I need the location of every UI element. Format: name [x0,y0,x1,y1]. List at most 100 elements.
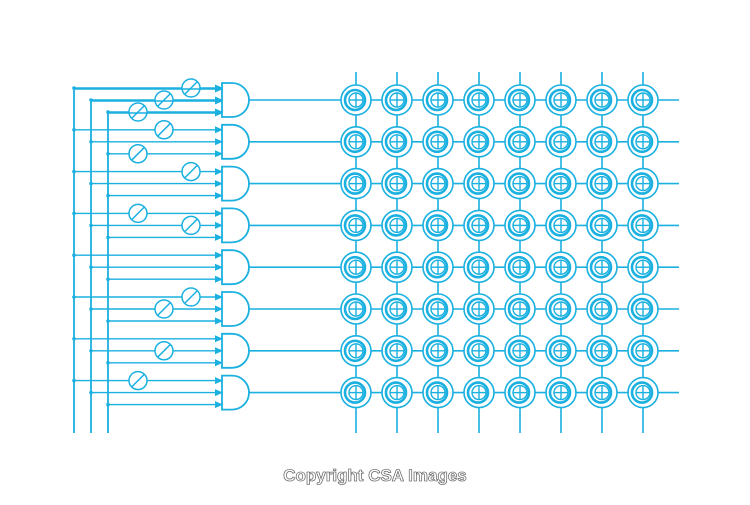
junction-dot [72,253,76,257]
matrix-cell [586,334,618,367]
junction-dot [106,402,110,407]
inverter-slash [184,165,198,179]
matrix-cell [422,126,454,158]
junction-dot [89,223,93,228]
and-gate-body [221,374,250,411]
junction-dot [72,337,76,341]
cell-inner-ring [548,339,572,363]
cell-inner-ring [466,88,490,112]
matrix-cell [586,376,618,409]
matrix-cell [463,293,495,325]
matrix-cell [381,209,413,242]
and-gate [72,78,342,122]
inverter-slash [184,81,198,95]
matrix-cell [340,334,372,367]
matrix-cell [463,167,495,200]
cell-inner-ring [343,297,367,321]
inverter-symbol [181,215,201,236]
matrix-cell [545,209,577,242]
matrix-cell [422,167,454,200]
inverter-symbol [154,341,174,361]
matrix-cell [504,334,536,367]
cell-inner-ring [425,130,449,154]
matrix-cell [586,251,618,284]
junction-dot [89,181,93,186]
inverter-symbol [154,90,174,110]
cell-inner-ring [589,255,613,279]
matrix-cell [627,84,659,116]
cell-inner-ring [425,339,449,363]
matrix-cell [422,84,454,116]
cell-inner-ring [343,381,367,404]
and-gate [72,203,342,244]
cell-inner-ring [630,297,654,321]
cell-inner-ring [384,255,408,279]
and-gate-body [221,165,250,202]
matrix-cell [504,126,536,158]
matrix-cell [545,376,577,409]
inverter-slash [131,105,145,119]
cell-inner-ring [589,130,613,154]
matrix-cell [381,251,413,284]
and-gate-body [221,207,250,244]
and-gate [72,120,342,164]
cell-inner-ring [425,214,449,237]
junction-dot [89,140,93,144]
cell-inner-ring [466,130,490,154]
junction-dot [72,169,76,174]
inverter-slash [157,344,171,358]
cell-inner-ring [630,381,654,404]
inverter-symbol [181,161,201,182]
cell-inner-ring [384,88,408,112]
inverter-slash [131,206,145,220]
copyright-watermark: Copyright CSA Images [283,466,467,486]
junction-dot [72,211,76,216]
matrix-cell [463,334,495,367]
cell-inner-ring [343,88,367,112]
cell-inner-ring [589,172,613,195]
cell-inner-ring [507,381,531,404]
matrix-cell [504,293,536,325]
cell-inner-ring [589,381,613,404]
matrix-cell [627,209,659,242]
cell-inner-ring [548,172,572,195]
matrix-cell [422,334,454,367]
junction-dot [106,235,110,240]
inverter-symbol [128,370,148,391]
matrix-cell [504,209,536,242]
cell-inner-ring [630,339,654,363]
junction-dot [106,361,110,365]
matrix-cell [586,84,618,116]
junction-dot [89,265,93,270]
matrix-cell [381,167,413,200]
and-gate-body [221,332,250,369]
matrix-cell [340,376,372,409]
cell-inner-ring [466,339,490,363]
matrix-cell [504,251,536,284]
cell-inner-ring [384,381,408,404]
matrix-cell [504,167,536,200]
matrix-cell [340,251,372,284]
junction-dot [106,152,110,156]
cell-inner-ring [548,88,572,112]
cell-inner-ring [589,297,613,321]
matrix-cell [340,209,372,242]
matrix-cell [422,251,454,284]
matrix-cell [545,293,577,325]
matrix-cell [627,334,659,367]
matrix-cell [463,209,495,242]
cell-inner-ring [425,255,449,279]
cell-inner-ring [466,297,490,321]
cell-inner-ring [507,88,531,112]
and-gate [72,249,342,286]
junction-dot [72,128,76,132]
matrix-cell [545,126,577,158]
junction-dot [72,378,76,383]
cell-inner-ring [384,130,408,154]
matrix-cell [586,126,618,158]
cell-inner-ring [384,172,408,195]
inverter-symbol [181,287,201,307]
matrix-cell [381,84,413,116]
